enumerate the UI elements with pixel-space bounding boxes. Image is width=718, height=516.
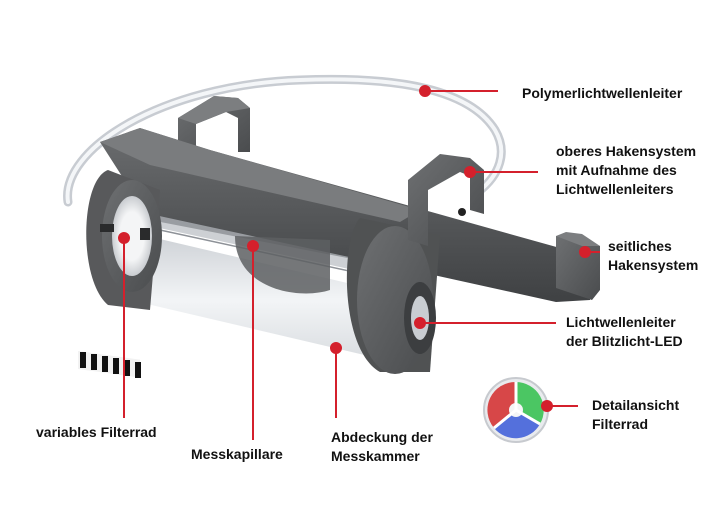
callout-dot-fiber [419,85,431,97]
upper-front-hook [408,154,484,246]
filter-wheel-detail [483,377,549,443]
callout-dot-capillary [247,240,259,252]
label-side-hook-system: seitliches Hakensystem [608,238,699,273]
right-end-cap [346,218,440,374]
callouts [118,85,600,440]
upper-back-hook [178,96,250,152]
callout-dot-led [414,317,426,329]
label-measurement-capillary: Messkapillare [191,446,283,462]
callout-dot-variable-filter [118,232,130,244]
label-upper-hook-system: oberes Hakensystem mit Aufnahme des Lich… [556,143,697,197]
callout-dot-filter-detail [541,400,553,412]
callout-dot-upper-hook [464,166,476,178]
side-hook-system [556,232,600,300]
filter-strip-icon [78,350,141,378]
label-polymer-fiber: Polymerlichtwellenleiter [522,85,683,101]
label-filter-wheel-detail: Detailansicht Filterrad [592,397,680,432]
device-body [100,128,590,302]
label-chamber-cover: Abdeckung der Messkammer [331,429,433,464]
measurement-capillary [130,214,420,368]
polymer-fiber [63,74,506,207]
label-led-fiber: Lichtwellenleiter der Blitzlicht-LED [566,314,683,349]
label-variable-filter-wheel: variables Filterrad [36,424,157,440]
callout-dot-cover [330,342,342,354]
callout-dot-side-hook [579,246,591,258]
left-end-cap [86,170,162,310]
